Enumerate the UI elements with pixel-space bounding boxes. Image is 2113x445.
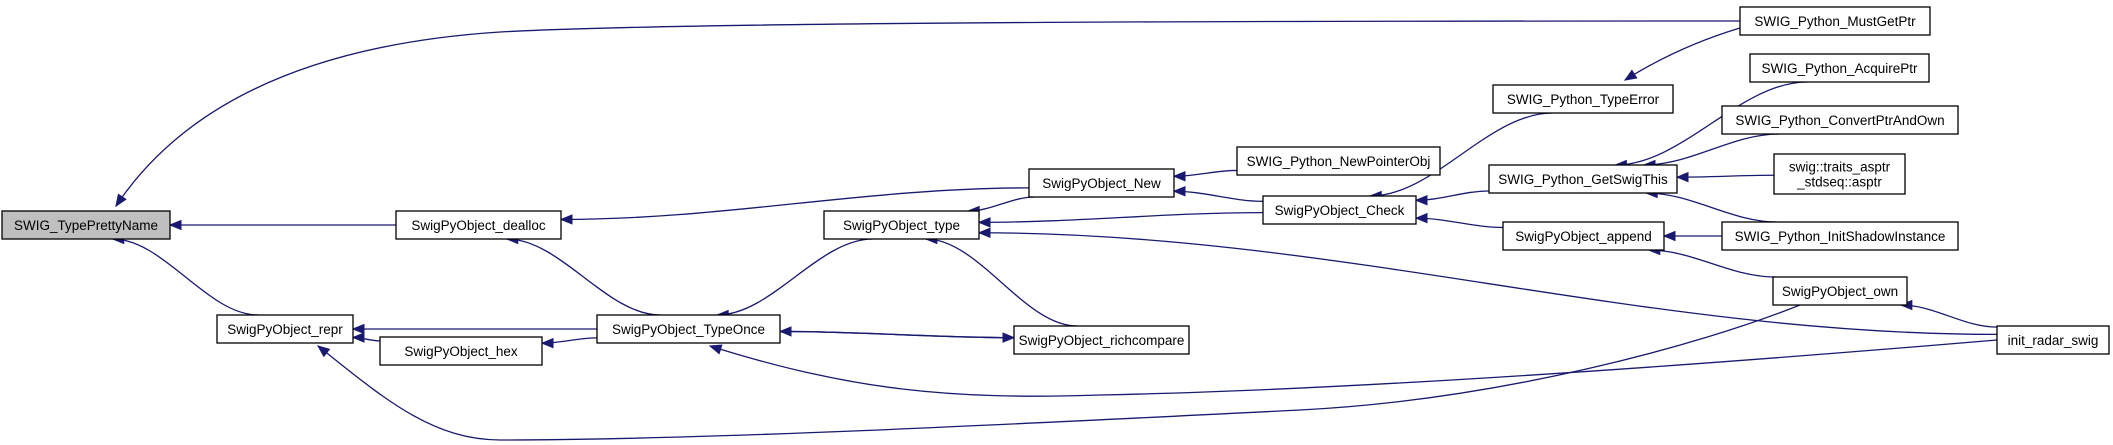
node-label: SwigPyObject_Check [1275,203,1405,218]
edge-swigpyobject_hex-to-swigpyobject_typeonce [540,337,598,349]
node-label: SWIG_Python_NewPointerObj [1247,154,1431,169]
node-box [1488,164,1678,194]
node-label: SWIG_Python_TypeError [1507,92,1660,107]
node-label: SWIG_Python_ConvertPtrAndOwn [1735,113,1944,128]
node-label: SwigPyObject_hex [404,344,518,359]
nodes: SWIG_TypePrettyName SWIG_Python_MustGetPt… [1,6,2110,366]
edges [111,20,1998,441]
node-swig-python-convertptrandown[interactable]: SWIG_Python_ConvertPtrAndOwn [1721,105,1959,135]
node-label: SwigPyObject_New [1042,176,1161,191]
node-swigpyobject-check[interactable]: SwigPyObject_Check [1262,195,1417,225]
edge-swig_python_typeerror-to-swig_python_mustgetptr [1623,27,1741,81]
node-swigpyobject-richcompare[interactable]: SwigPyObject_richcompare [1013,325,1190,355]
node-box [1996,325,2110,355]
edge-swigpyobject_append-to-swig_python_initshadowinstance [1662,230,1722,242]
edge-swigpyobject_type-to-swigpyobject_check [977,211,1264,228]
node-box [395,210,562,240]
node-swigpyobject-append[interactable]: SwigPyObject_append [1502,221,1665,251]
node-swig-python-typeerror[interactable]: SWIG_Python_TypeError [1492,84,1674,114]
node-box [1739,6,1931,36]
node-label: SwigPyObject_dealloc [411,218,546,233]
edge-swigpyobject_repr-to-swigpyobject_typeonce [351,323,597,335]
node-swig-python-initshadowinstance[interactable]: SWIG_Python_InitShadowInstance [1721,221,1959,251]
node-box [379,336,543,366]
node-label: SWIG_TypePrettyName [14,218,158,233]
node-label: SwigPyObject_own [1782,284,1898,299]
node-swigpyobject-repr[interactable]: SwigPyObject_repr [216,314,354,344]
node-swig-traits-asptr[interactable]: swig::traits_asptr_stdseq::asptr [1773,153,1906,195]
edge-swigpyobject_richcompare-to-swigpyobject_typeonce [779,330,1016,343]
node-box [1492,84,1674,114]
node-swigpyobject-new[interactable]: SwigPyObject_New [1028,168,1175,198]
node-box [823,210,980,240]
edge-swigpyobject_type-to-init_radar_swig [977,227,1998,336]
node-swig-typeprettyname[interactable]: SWIG_TypePrettyName [1,210,171,240]
node-label: SwigPyObject_TypeOnce [612,322,765,337]
edge-swig_typeprettyname-to-swigpyobject_dealloc [168,219,397,231]
node-box [1773,153,1906,195]
edge-swigpyobject_check-to-swigpyobject_append [1414,212,1504,229]
node-swig-python-getswigthis[interactable]: SWIG_Python_GetSwigThis [1488,164,1678,194]
node-box [1262,195,1417,225]
node-box [216,314,354,344]
node-label: SWIG_Python_AcquirePtr [1761,61,1918,76]
node-swigpyobject-type[interactable]: SwigPyObject_type [823,210,980,240]
node-label: SWIG_Python_GetSwigThis [1498,172,1668,187]
node-swigpyobject-dealloc[interactable]: SwigPyObject_dealloc [395,210,562,240]
node-box [1721,105,1959,135]
edge-swigpyobject_new-to-swigpyobject_check [1172,185,1264,202]
node-box [1772,276,1908,306]
node-box [1502,221,1665,251]
node-swigpyobject-own[interactable]: SwigPyObject_own [1772,276,1908,306]
node-box [1236,146,1441,176]
edge-swig_python_getswigthis-to-swig_traits_asptr [1675,171,1775,183]
node-label: SwigPyObject_append [1515,229,1652,244]
node-init-radar-swig[interactable]: init_radar_swig [1996,325,2110,355]
node-swig-python-acquireptr[interactable]: SWIG_Python_AcquirePtr [1749,53,1930,83]
node-label: init_radar_swig [2008,333,2099,348]
edge-swigpyobject_dealloc-to-swigpyobject_typeonce [505,233,661,316]
node-box [1013,325,1190,355]
node-label: SwigPyObject_repr [227,322,343,337]
edge-swigpyobject_dealloc-to-swigpyobject_new [559,187,1030,225]
node-label: SwigPyObject_richcompare [1019,333,1185,348]
node-label: swig::traits_asptr [1789,160,1891,175]
edge-swigpyobject_type-to-swigpyobject_richcompare [924,233,1078,327]
node-swigpyobject-hex[interactable]: SwigPyObject_hex [379,336,543,366]
edge-swigpyobject_repr-to-swigpyobject_hex [351,332,381,343]
node-swig-python-mustgetptr[interactable]: SWIG_Python_MustGetPtr [1739,6,1931,36]
node-box [1028,168,1175,198]
edge-swigpyobject_own-to-init_radar_swig [1899,299,1998,328]
edge-swigpyobject_check-to-swig_python_getswigthis [1414,190,1490,206]
node-box [1721,221,1959,251]
node-swigpyobject-typeonce[interactable]: SwigPyObject_TypeOnce [596,314,781,344]
edge-swig_typeprettyname-to-swig_python_mustgetptr [115,20,1741,208]
edge-swig_typeprettyname-to-swigpyobject_repr [111,233,259,316]
node-swig-python-newpointerobj[interactable]: SWIG_Python_NewPointerObj [1236,146,1441,176]
node-box [596,314,781,344]
node-label: SwigPyObject_type [843,218,960,233]
node-label: SWIG_Python_InitShadowInstance [1735,229,1946,244]
node-label: SWIG_Python_MustGetPtr [1754,14,1916,29]
node-box [1,210,171,240]
edge-swigpyobject_new-to-swig_python_newpointerobj [1172,169,1238,182]
edge-swigpyobject_typeonce-to-swigpyobject_type [715,238,873,321]
node-box [1749,53,1930,83]
node-label: _stdseq::asptr [1796,175,1882,190]
edge-swigpyobject_typeonce-to-init_radar_swig [708,339,1998,397]
edge-swigpyobject_repr-to-swigpyobject_own [316,304,1801,441]
